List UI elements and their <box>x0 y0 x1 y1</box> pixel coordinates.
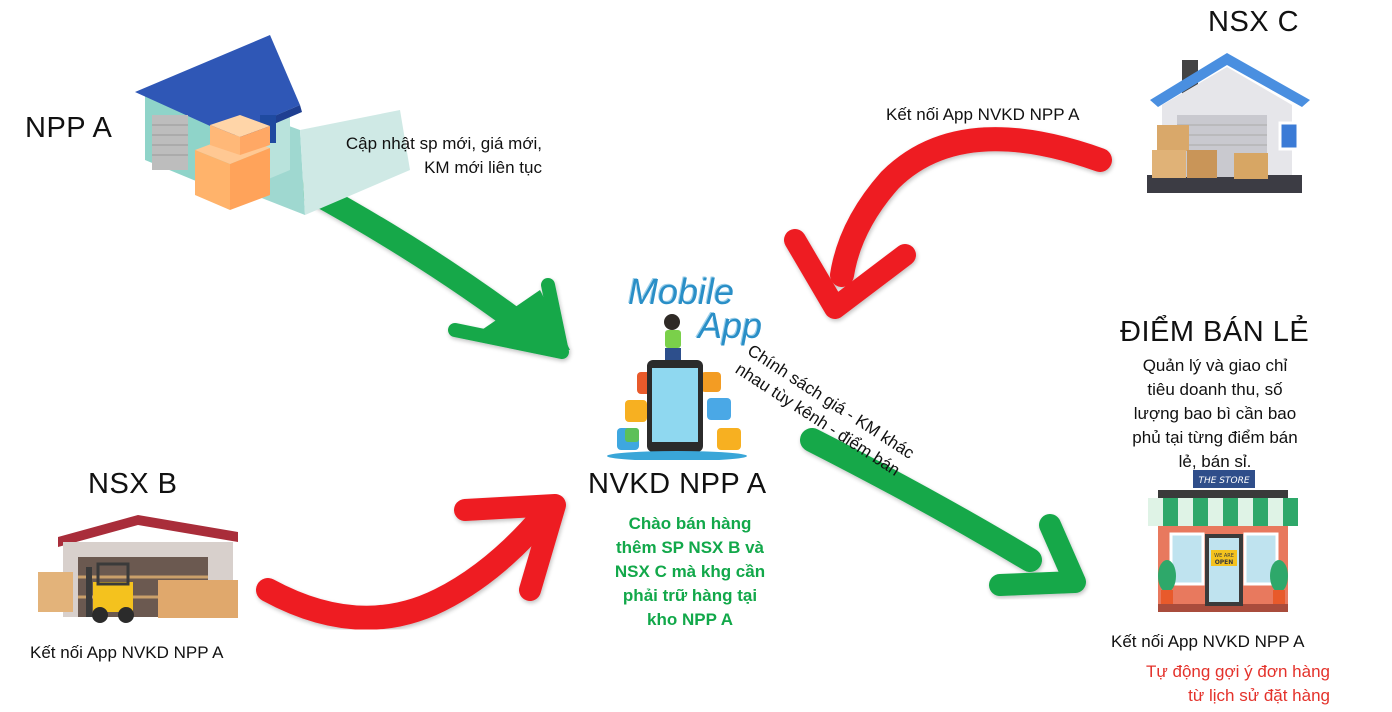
arrow-center-to-retail <box>800 428 1086 596</box>
npp-a-title: NPP A <box>25 112 113 144</box>
door-sign-line2: OPEN <box>1215 559 1234 566</box>
retail-desc-line1: Quản lý và giao chỉ <box>1142 356 1288 375</box>
npp-a-note: Cập nhật sp mới, giá mới, KM mới liên tụ… <box>312 132 542 180</box>
retail-red-note: Tự động gợi ý đơn hàng từ lịch sử đặt hà… <box>1060 660 1330 708</box>
retail-store-icon: THE STORE WE ARE OPEN <box>1148 470 1298 612</box>
arrow-npp-a-to-center <box>298 178 570 359</box>
warehouse-nsx-b-icon <box>38 515 238 623</box>
mobile-app-logo: Mobile App <box>628 271 763 346</box>
center-note: Chào bán hàng thêm SP NSX B và NSX C mà … <box>580 512 800 632</box>
store-sign-text: THE STORE <box>1198 476 1249 486</box>
npp-a-note-line2: KM mới liên tục <box>424 158 542 177</box>
npp-a-note-line1: Cập nhật sp mới, giá mới, <box>345 134 542 153</box>
retail-desc-line5: lẻ, bán sỉ. <box>1178 452 1252 471</box>
center-note-line5: kho NPP A <box>647 610 733 629</box>
retail-red-line2: từ lịch sử đặt hàng <box>1188 686 1330 705</box>
nsx-b-title: NSX B <box>88 468 178 500</box>
warehouse-npp-a-icon <box>135 35 410 215</box>
center-note-line4: phải trữ hàng tại <box>622 586 758 605</box>
arrow-nsx-c-to-center <box>784 127 1112 319</box>
retail-desc-line4: phủ tại từng điểm bán <box>1132 428 1298 447</box>
retail-red-line1: Tự động gợi ý đơn hàng <box>1146 662 1330 681</box>
center-title: NVKD NPP A <box>588 468 767 500</box>
door-sign-line1: WE ARE <box>1214 553 1234 559</box>
mobile-app-word1: Mobile <box>628 271 735 312</box>
nsx-c-title: NSX C <box>1208 6 1300 38</box>
retail-title: ĐIỂM BÁN LẺ <box>1120 316 1310 348</box>
retail-note: Kết nối App NVKD NPP A <box>1111 632 1305 651</box>
center-note-line1: Chào bán hàng <box>628 514 752 533</box>
retail-desc-line3: lượng bao bì cần bao <box>1133 404 1297 423</box>
nsx-c-note: Kết nối App NVKD NPP A <box>886 105 1080 124</box>
retail-description: Quản lý và giao chỉ tiêu doanh thu, số l… <box>1110 354 1320 474</box>
center-note-line3: NSX C mà khg cần <box>614 562 766 581</box>
nsx-b-note: Kết nối App NVKD NPP A <box>30 643 224 662</box>
arrow-nsx-b-to-center <box>256 494 566 630</box>
retail-desc-line2: tiêu doanh thu, số <box>1147 380 1283 399</box>
mobile-app-illustration-icon <box>607 314 747 460</box>
mobile-app-word2: App <box>698 305 763 346</box>
warehouse-nsx-c-icon <box>1147 53 1310 193</box>
center-note-line2: thêm SP NSX B và <box>615 538 765 557</box>
